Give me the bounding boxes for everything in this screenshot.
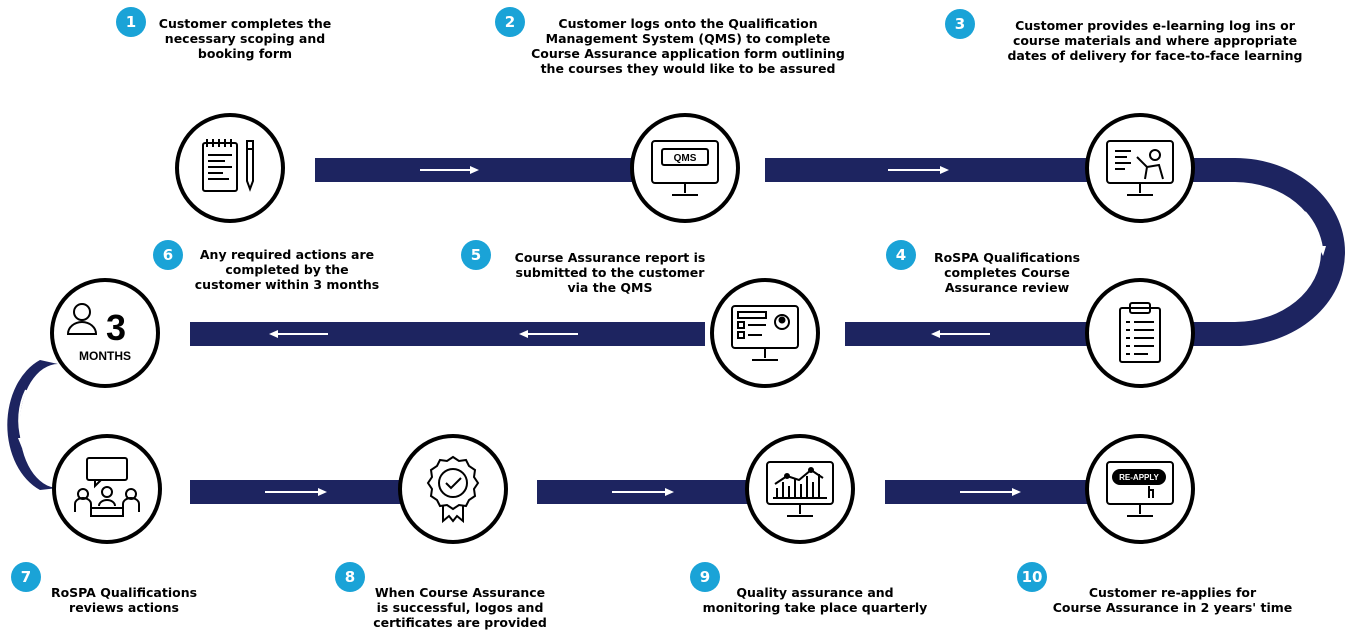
arrow-down-icon [18,389,27,448]
arrow-right-icon [960,488,1021,496]
step-8-node [398,434,508,544]
qms-monitor-icon: QMS [651,140,719,196]
meeting-icon [74,457,140,517]
step-4-badge: 4 [886,240,916,270]
step-7-badge: 7 [11,562,41,592]
step-6-node: 3 MONTHS [50,278,160,388]
months-word: MONTHS [79,349,131,363]
track-curve-left [7,360,58,490]
months-number: 3 [106,307,126,348]
track-segment-5-6 [190,322,705,346]
step-1-badge: 1 [116,7,146,37]
step-3-node [1085,113,1195,223]
report-monitor-icon [731,305,799,361]
arrow-left-icon [519,330,578,338]
step-10-node: RE-APPLY [1085,434,1195,544]
arrow-left-icon [269,330,328,338]
step-9-node [745,434,855,544]
arrow-right-icon [888,166,949,174]
clipboard-icon [1119,302,1161,363]
step-6-badge: 6 [153,240,183,270]
certificate-badge-icon [426,455,480,524]
track-curve-right [1190,158,1345,346]
line-chart-monitor-icon [766,461,834,517]
three-months-icon: 3 MONTHS [66,303,131,363]
step-4-node [1085,278,1195,388]
step-5-node [710,278,820,388]
step-9-badge: 9 [690,562,720,592]
step-8-badge: 8 [335,562,365,592]
reapply-monitor-icon: RE-APPLY [1106,461,1174,517]
step-2-badge: 2 [495,7,525,37]
arrow-left-icon [931,330,990,338]
form-pen-icon [202,139,254,192]
reapply-label: RE-APPLY [1119,473,1159,482]
step-10-badge: 10 [1017,562,1047,592]
step-1-node [175,113,285,223]
arrow-right-icon [420,166,479,174]
step-2-node: QMS [630,113,740,223]
qms-label: QMS [674,153,697,164]
step-3-badge: 3 [945,9,975,39]
step-5-badge: 5 [461,240,491,270]
arrow-right-icon [612,488,674,496]
presentation-monitor-icon [1106,140,1174,196]
arrow-right-icon [265,488,327,496]
step-7-node [52,434,162,544]
arrow-down-icon [1304,211,1326,256]
